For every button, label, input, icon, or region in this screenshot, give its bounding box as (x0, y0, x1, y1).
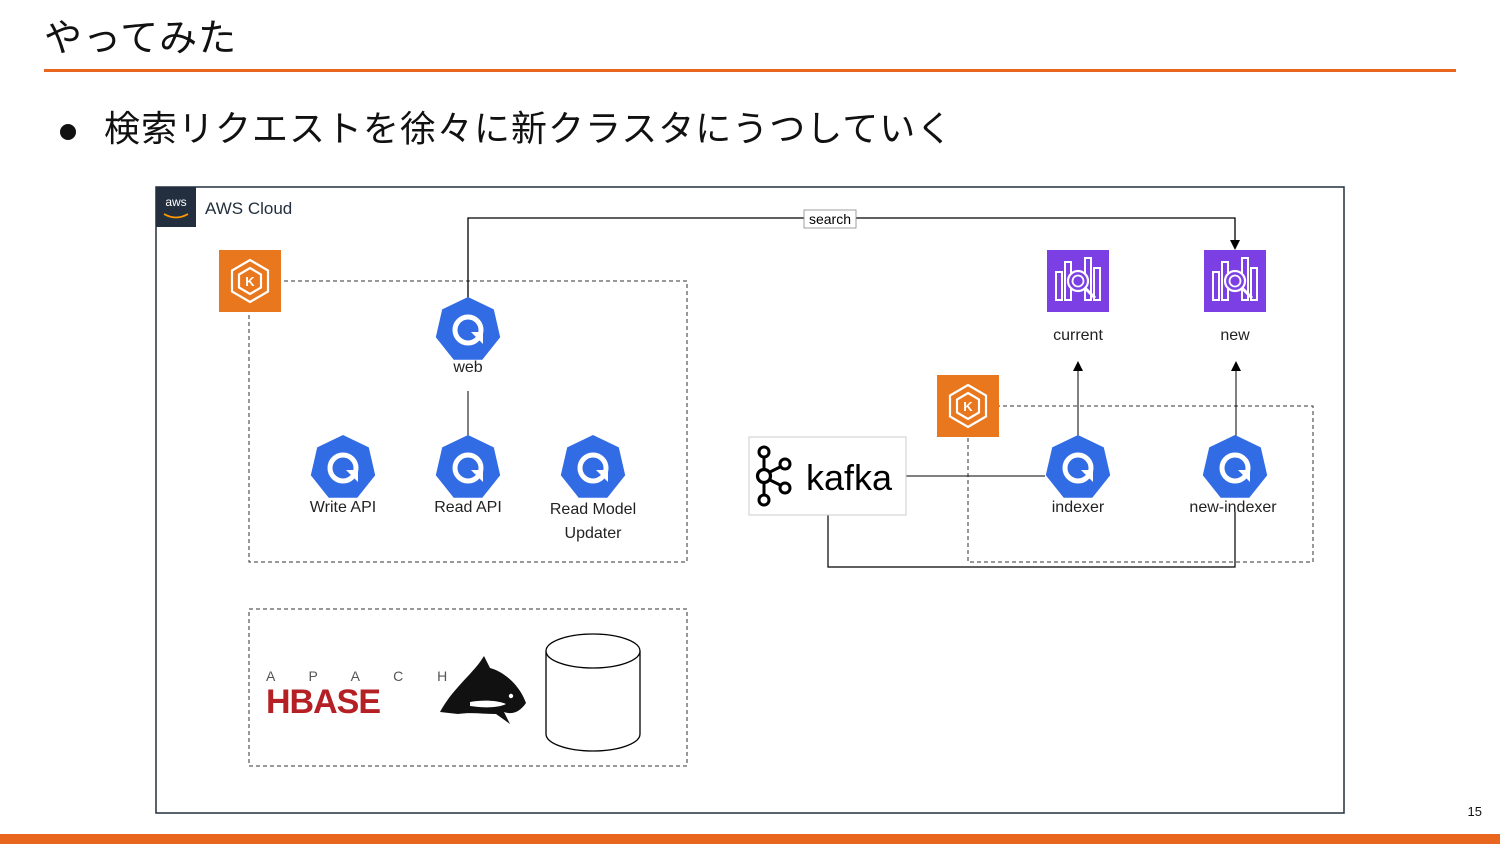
search-edge-label: search (809, 211, 851, 227)
web-label: web (452, 359, 482, 376)
eks-cluster-icon (217, 248, 283, 314)
footer-bar (0, 834, 1500, 844)
read-api-service-icon (436, 435, 500, 498)
read-api-label: Read API (434, 499, 502, 516)
kafka-icon: kafka (748, 436, 907, 516)
aws-badge-text: aws (165, 195, 186, 209)
eks-cluster-icon-right (935, 373, 1001, 439)
indexer-current-arrowhead (1073, 361, 1083, 371)
hbase-logo-wordmark: HBASE (266, 683, 380, 721)
kafka-new-indexer-edge (827, 512, 1236, 568)
slide-number: 15 (1467, 804, 1482, 819)
new-cluster-label: new (1220, 327, 1250, 344)
slide-title: やってみた (44, 16, 238, 60)
new-indexer-label: new-indexer (1189, 499, 1277, 516)
read-model-updater-service-icon (561, 435, 625, 498)
hbase-logo: A P A C H E HBASE (266, 656, 526, 724)
bullet-marker (60, 124, 76, 140)
indexer-service-icon (1046, 435, 1110, 498)
opensearch-current-icon (1045, 248, 1111, 314)
kafka-wordmark: kafka (806, 457, 893, 498)
write-api-label: Write API (310, 499, 376, 516)
new-indexer-new-arrowhead (1231, 361, 1241, 371)
new-indexer-service-icon (1203, 435, 1267, 498)
search-edge-arrowhead (1230, 240, 1240, 250)
web-service-icon (436, 297, 500, 360)
current-cluster-label: current (1053, 327, 1103, 344)
aws-cloud-label: AWS Cloud (205, 199, 292, 218)
opensearch-new-icon (1202, 248, 1268, 314)
right-cluster-group (967, 405, 1314, 563)
read-model-updater-label-line2: Updater (565, 525, 623, 542)
bullet-text: 検索リクエストを徐々に新クラスタにうつしていく (104, 109, 954, 150)
hbase-logo-apache: A P A C H E (266, 668, 505, 684)
indexer-label: indexer (1052, 499, 1105, 516)
aws-cloud-frame (155, 186, 1345, 814)
read-model-updater-label-line1: Read Model (550, 501, 636, 518)
database-cylinder-icon (545, 633, 641, 752)
write-api-service-icon (311, 435, 375, 498)
title-underline (44, 69, 1456, 72)
search-edge-label-box (803, 209, 857, 229)
hbase-group (248, 608, 688, 767)
search-edge (467, 217, 1236, 298)
aws-logo-icon: aws (156, 187, 196, 227)
